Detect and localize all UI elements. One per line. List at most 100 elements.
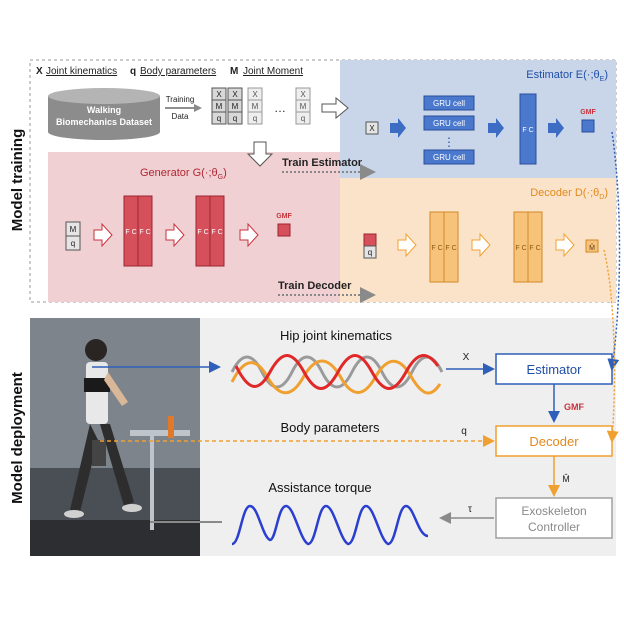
legend-symbol-x: X (36, 66, 43, 77)
gru-cell-label: GRU cell (433, 153, 465, 162)
estimator-deploy-connector (607, 131, 621, 371)
fc-label: F C (139, 229, 150, 236)
fc-label: F C (529, 245, 540, 252)
legend: X Joint kinematics q Body parameters M J… (36, 66, 303, 77)
train-estimator-label: Train Estimator (282, 157, 363, 169)
gen-input-q: q (71, 239, 75, 248)
generator-arrow-3 (239, 222, 259, 248)
gru-vdots: ⋮ (443, 135, 455, 149)
stack-x: X (300, 90, 306, 99)
estimator-gmf-output (581, 119, 595, 133)
fc-label: F C (522, 127, 533, 134)
training-data-label-line2: Data (172, 112, 189, 121)
hip-kinematics-plot (230, 354, 444, 395)
decoder-arrow-2 (471, 232, 491, 258)
exo-controller-label-line2: Controller (528, 520, 580, 534)
dataset-label-line1: Walking (87, 105, 121, 115)
deployment-section-label: Model deployment (9, 372, 26, 504)
stack-q: q (253, 114, 257, 123)
estimator-arrow-3 (548, 118, 564, 138)
dataset-label-line2: Biomechanics Dataset (56, 117, 152, 127)
generator-gmf-output-label: GMF (276, 213, 292, 220)
estimator-fc-layer: F C (519, 93, 537, 165)
fc-label: F C (211, 229, 222, 236)
legend-symbol-q: q (130, 66, 136, 77)
estimator-input-x: X (365, 121, 379, 135)
stack-m: M (252, 102, 259, 111)
data-to-generator-arrow (246, 141, 274, 167)
sample-stack-1: X M q (211, 87, 227, 125)
decoder-m-hat-label: M̂ (589, 244, 595, 252)
deploy-gmf-label: GMF (564, 402, 584, 412)
fc-label: F C (515, 245, 526, 252)
fc-label: F C (445, 245, 456, 252)
estimator-arrow-1 (390, 118, 406, 138)
photo-rail-post (150, 430, 154, 530)
generator-fc-pair-2: F C F C (195, 195, 225, 267)
walking-person-figure (64, 339, 142, 518)
estimator-region (340, 60, 616, 178)
data-to-estimator-arrow (321, 96, 349, 120)
stack-m: M (300, 102, 307, 111)
decoder-fc-pair-1: F C F C (429, 211, 459, 283)
sample-stack-2: X M q (227, 87, 243, 125)
photo-rail (130, 430, 190, 436)
stack-q: q (217, 114, 221, 123)
fc-label: F C (125, 229, 136, 236)
train-decoder-label: Train Decoder (278, 280, 352, 292)
legend-text-joint-moment: Joint Moment (243, 66, 303, 77)
estimator-block-label: Estimator (527, 362, 583, 377)
gru-cell-label: GRU cell (433, 99, 465, 108)
hip-kinematics-label: Hip joint kinematics (280, 328, 392, 343)
deploy-m-hat-label: M̂ (562, 474, 570, 484)
stack-q: q (301, 114, 305, 123)
stack-ellipsis: … (274, 101, 286, 115)
legend-text-body-parameters: Body parameters (140, 66, 216, 77)
sample-stack-4: X M q (295, 87, 311, 125)
photo-indicator-light (168, 416, 174, 438)
sample-stack-3: X M q (247, 87, 263, 125)
decoder-arrow-3 (555, 232, 575, 258)
photo-treadmill (30, 520, 200, 556)
dec-input-q: q (368, 248, 372, 257)
fc-label: F C (197, 229, 208, 236)
fc-label: F C (431, 245, 442, 252)
gru-cell-stack: GRU cell GRU cell ⋮ GRU cell (423, 95, 475, 165)
decoder-block-label: Decoder (529, 434, 579, 449)
estimator-arrow-2 (488, 118, 504, 138)
estimator-gmf-output-label: GMF (580, 109, 596, 116)
stack-x: X (216, 90, 222, 99)
decoder-training-title: Decoder D(·;θD) (530, 187, 608, 201)
kinematics-curve-red (234, 354, 440, 390)
generator-arrow-1 (93, 222, 113, 248)
legend-symbol-m: M (230, 66, 238, 77)
assistance-torque-label: Assistance torque (268, 480, 371, 495)
exo-controller-label-line1: Exoskeleton (521, 504, 586, 518)
deploy-tau-label: τ (468, 504, 472, 515)
estimator-training-title: Estimator E(·;θE) (526, 69, 608, 83)
generator-title: Generator G(·;θG) (140, 167, 227, 181)
decoder-input-stack: q (363, 233, 377, 259)
decoder-arrow-1 (397, 232, 417, 258)
generator-gmf-output (277, 223, 291, 237)
gen-input-m: M (70, 225, 77, 234)
stack-x: X (252, 90, 258, 99)
generator-arrow-2 (165, 222, 185, 248)
deploy-x-label: X (463, 352, 470, 363)
gru-cell-label: GRU cell (433, 119, 465, 128)
decoder-fc-pair-2: F C F C (513, 211, 543, 283)
deploy-q-label: q (461, 426, 467, 437)
legend-text-joint-kinematics: Joint kinematics (46, 66, 117, 77)
exoskeleton-controller-block[interactable] (495, 497, 613, 539)
training-section-label: Model training (9, 129, 26, 232)
generator-region (48, 152, 340, 302)
stack-m: M (216, 102, 223, 111)
generator-fc-pair-1: F C F C (123, 195, 153, 267)
assistance-torque-curve (231, 504, 429, 546)
stack-x: X (232, 90, 238, 99)
decoder-m-hat-output: M̂ (585, 239, 599, 253)
estimator-input-label: X (369, 124, 375, 133)
generator-input-stack: M q (65, 221, 81, 251)
body-parameters-label: Body parameters (281, 420, 380, 435)
